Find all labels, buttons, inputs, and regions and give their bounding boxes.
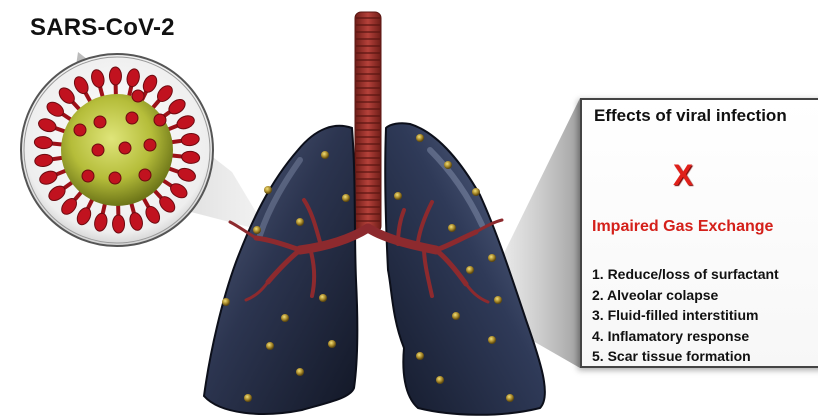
infection-nodule [394,192,402,200]
sars-cov-2-virus-icon [21,54,213,246]
infection-nodule [506,394,514,402]
effects-list: 1. Reduce/loss of surfactant 2. Alveolar… [592,264,779,367]
virus-surface-spike [74,124,86,136]
effect-item: 5. Scar tissue formation [592,346,779,367]
virus-title: SARS-CoV-2 [30,14,175,42]
effects-panel: Effects of viral infection Impaired Gas … [580,98,818,368]
infection-nodule [472,188,480,196]
virus-surface-spike [119,142,131,154]
effect-item: 2. Alveolar colapse [592,285,779,306]
infection-nodule [328,340,336,348]
infection-nodule [342,194,350,202]
infection-nodule [319,294,327,302]
virus-surface-spike [92,144,104,156]
infection-nodule [416,134,424,142]
virus-surface-spike [126,112,138,124]
infection-nodule [296,218,304,226]
effect-item: 4. Inflamatory response [592,326,779,347]
impaired-gas-exchange-label: Impaired Gas Exchange [592,218,773,236]
infection-nodule [281,314,289,322]
infection-nodule [222,298,230,306]
infection-nodule [488,254,496,262]
infection-nodule [448,224,456,232]
infection-nodule [452,312,460,320]
infection-nodule [488,336,496,344]
virus-surface-spike [132,90,144,102]
infection-nodule [466,266,474,274]
exchange-blocked-mark: X [673,161,693,191]
infection-nodule [253,226,261,234]
infection-nodule [266,342,274,350]
infection-nodule [264,186,272,194]
virus-surface-spike [139,169,151,181]
virus-surface-spike [109,172,121,184]
infection-nodule [436,376,444,384]
effect-item: 1. Reduce/loss of surfactant [592,264,779,285]
infection-nodule [296,368,304,376]
virus-surface-spike [82,170,94,182]
virus-surface-spike [154,114,166,126]
infection-nodule [244,394,252,402]
trachea [355,12,381,232]
infection-nodule [494,296,502,304]
infection-nodule [416,352,424,360]
effect-item: 3. Fluid-filled interstitium [592,305,779,326]
virus-surface-spike [94,116,106,128]
effects-panel-title: Effects of viral infection [594,106,787,126]
infection-nodule [444,161,452,169]
virus-surface-spike [144,139,156,151]
infection-nodule [321,151,329,159]
